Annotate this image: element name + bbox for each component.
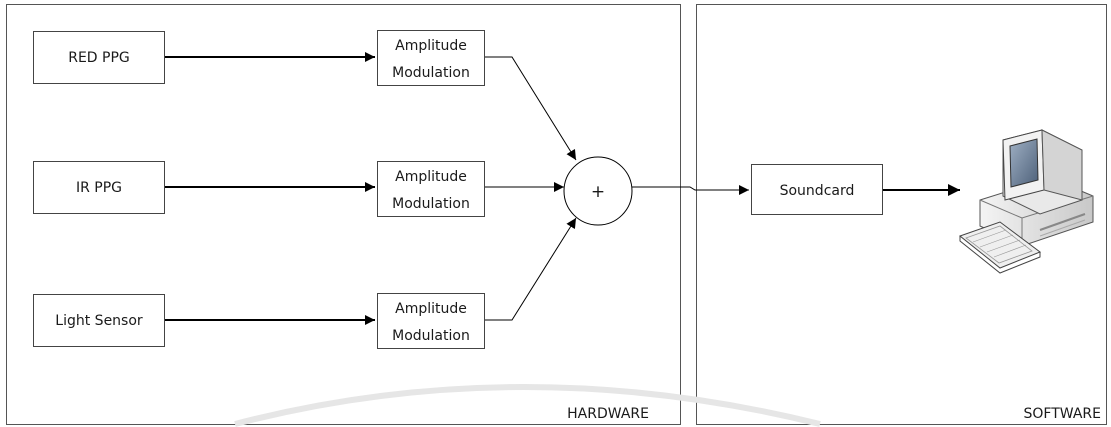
source-label-light-sensor: Light Sensor: [55, 313, 143, 329]
source-label-ir-ppg: IR PPG: [76, 180, 122, 196]
hardware-panel-label: HARDWARE: [567, 406, 649, 422]
summing-junction-symbol: +: [591, 182, 605, 202]
software-panel-label: SOFTWARE: [1024, 406, 1102, 422]
source-label-red-ppg: RED PPG: [68, 50, 130, 66]
modulator-1-line1: Amplitude: [395, 38, 467, 54]
soundcard-box: [751, 164, 883, 215]
source-box-red-ppg: [33, 31, 165, 84]
modulator-box-2: [377, 161, 485, 217]
arrow-mod3-to-sum: [485, 217, 577, 321]
modulator-box-3: [377, 293, 485, 349]
source-box-light-sensor: [33, 294, 165, 347]
modulator-2-line2: Modulation: [392, 196, 470, 212]
modulator-box-1: [377, 30, 485, 86]
summing-junction: [563, 156, 633, 226]
modulator-3-line2: Modulation: [392, 328, 470, 344]
soundcard-label: Soundcard: [780, 183, 855, 199]
modulator-3-line1: Amplitude: [395, 301, 467, 317]
arrow-sum-to-soundcard: [632, 185, 749, 195]
watermark-arc: [234, 384, 821, 427]
modulator-2-line1: Amplitude: [395, 169, 467, 185]
arrow-mod1-to-sum: [485, 56, 577, 161]
source-box-ir-ppg: [33, 161, 165, 214]
modulator-1-line2: Modulation: [392, 65, 470, 81]
desktop-computer-icon: [958, 129, 1094, 274]
